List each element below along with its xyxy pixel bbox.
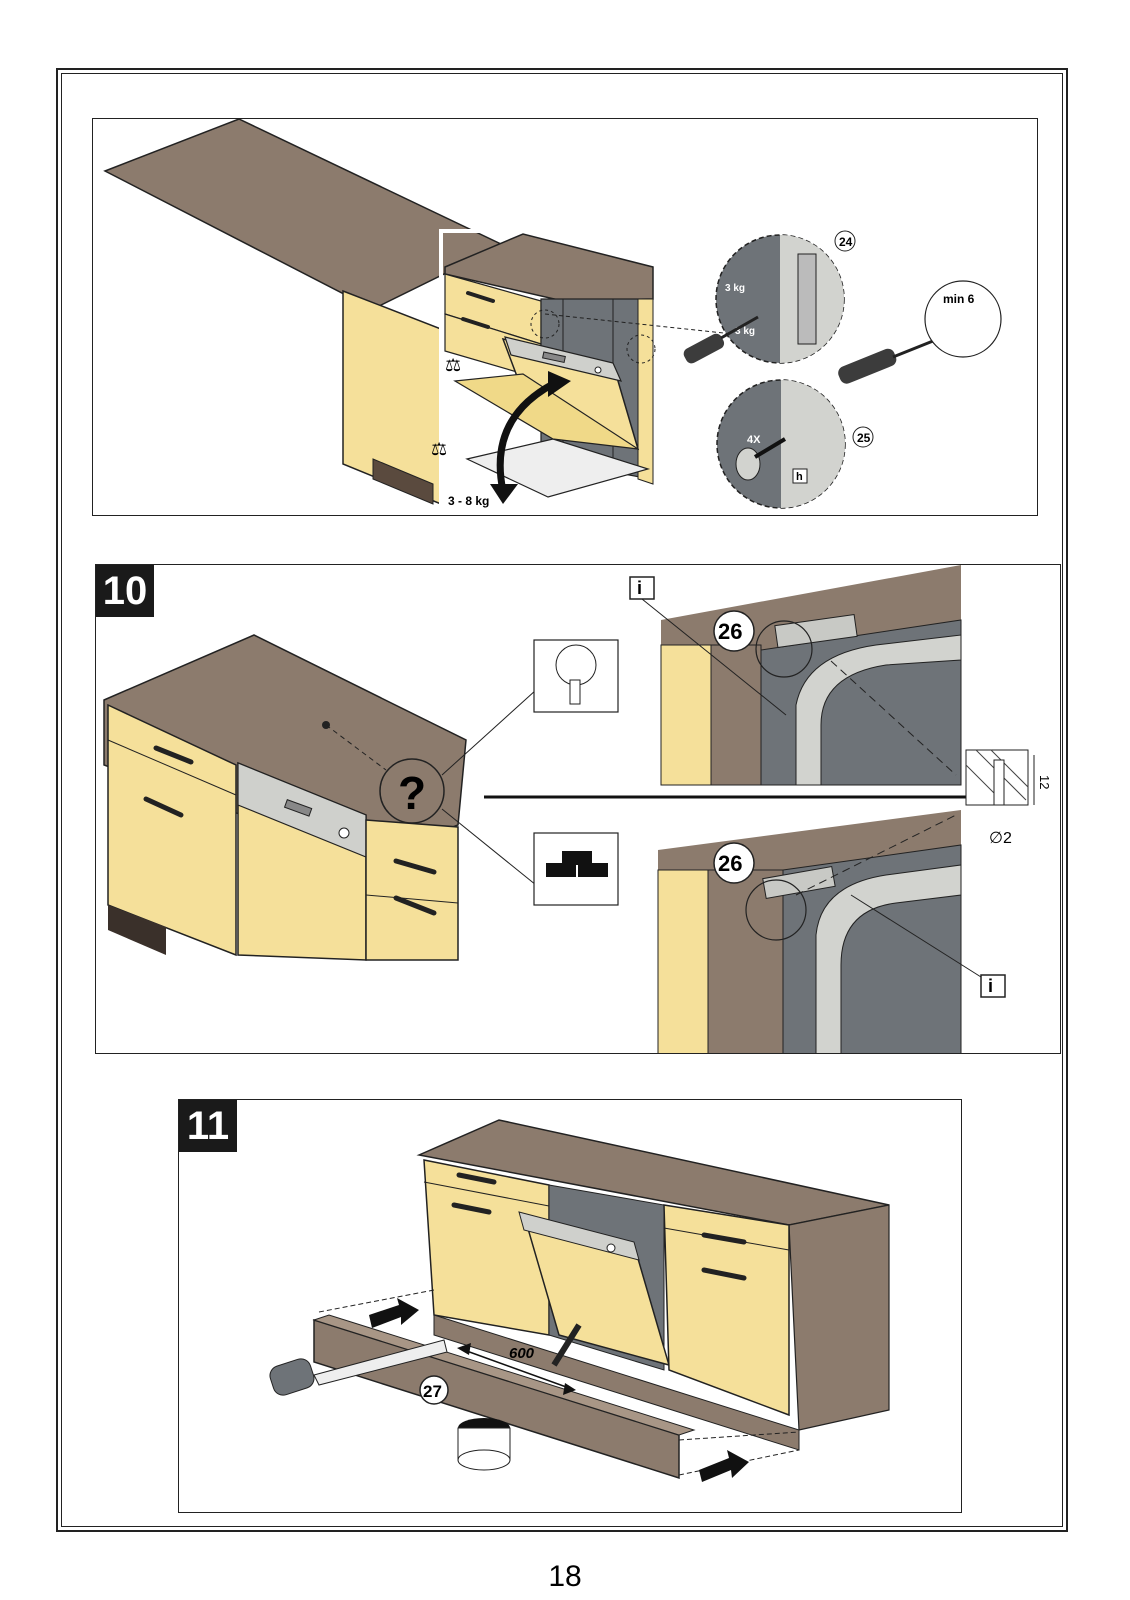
callout-24: 24: [839, 235, 853, 249]
svg-text:3 kg: 3 kg: [725, 283, 745, 294]
step-10-illustration: ? i 26: [103, 565, 1052, 1053]
magnifier-circle: [924, 280, 1002, 358]
svg-text:3 kg: 3 kg: [735, 326, 755, 337]
screwdriver-size-label: min 6: [943, 292, 975, 306]
balance-icon-top: ⚖: [445, 355, 461, 375]
page-frame-outer: [56, 68, 1068, 1532]
door-installation-illustration: ⚖ ⚖ 3 - 8 kg 3 kg 3 kg 24 min 6: [103, 119, 1002, 509]
pencil-icon: [551, 1323, 582, 1367]
panel-door-installation: ⚖ ⚖ 3 - 8 kg 3 kg 3 kg 24 min 6: [92, 118, 1038, 516]
callout-25: 25: [857, 431, 871, 445]
question-mark: ?: [398, 767, 426, 819]
step-number-10: 10: [96, 565, 154, 617]
svg-text:12: 12: [1037, 775, 1052, 789]
question-circle: [379, 758, 445, 824]
balance-icon-bottom: ⚖: [431, 439, 447, 459]
detail-wood-mount: [660, 565, 962, 786]
info-label-top: i: [637, 578, 642, 598]
detail-circle-24: 3 kg 3 kg: [715, 234, 845, 364]
detail-stone-mount: [657, 810, 962, 1053]
info-label-bottom: i: [988, 976, 993, 996]
svg-text:h: h: [796, 471, 803, 483]
screwdriver-icon: [683, 333, 725, 364]
cabinet-left-plinth: [372, 458, 434, 505]
countertop-left: [103, 119, 505, 310]
callout-27: 27: [423, 1382, 442, 1401]
detail-circle-25: 4X h: [716, 379, 846, 509]
step-11-illustration: 600 27: [269, 1119, 890, 1482]
door-weight-label: 3 - 8 kg: [448, 494, 489, 508]
step-number-11: 11: [179, 1100, 237, 1152]
countertop: [103, 634, 467, 861]
svg-text:∅2: ∅2: [989, 830, 1012, 847]
page-frame-inner: [61, 73, 1063, 1527]
callout-26-bottom: 26: [718, 851, 742, 876]
panel-step-10: ? i 26: [95, 564, 1061, 1054]
page-number: 18: [548, 1560, 582, 1593]
panel-step-11: 600 27 11: [178, 1099, 962, 1513]
saw-icon: [313, 1339, 448, 1386]
callout-26-top: 26: [718, 619, 742, 644]
svg-text:4X: 4X: [747, 434, 761, 446]
callout-24-badge: [834, 230, 856, 252]
hole-dimension-detail: 12 ∅2: [965, 749, 1052, 847]
cut-length-label: 600: [509, 1345, 535, 1362]
screwdriver-icon-2: [838, 348, 897, 384]
guide-line: [439, 229, 488, 507]
